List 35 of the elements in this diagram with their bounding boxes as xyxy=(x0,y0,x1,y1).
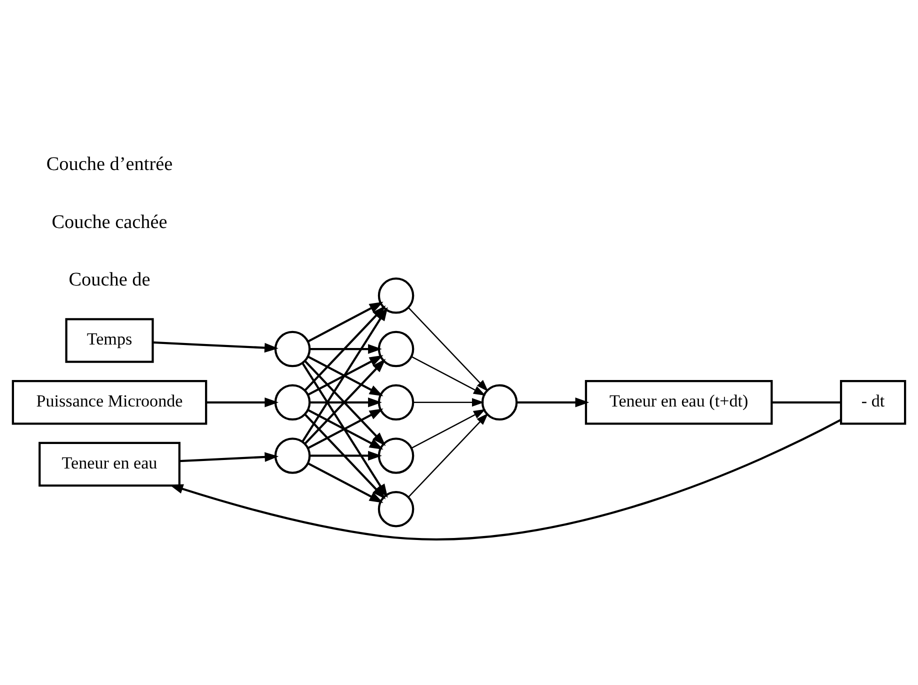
node-box: Teneur en eau (t+dt) xyxy=(584,379,773,424)
arrow xyxy=(169,418,842,540)
arrow xyxy=(179,452,279,462)
node-box: Puissance Microonde xyxy=(12,379,208,424)
label: Couche cachée xyxy=(52,211,168,232)
arrow xyxy=(413,398,484,406)
node-circle xyxy=(378,437,414,474)
arrow xyxy=(310,344,382,354)
connector xyxy=(772,400,841,403)
node-circle xyxy=(481,384,518,420)
arrow xyxy=(152,340,278,352)
arrow xyxy=(408,306,488,392)
arrow xyxy=(310,397,382,407)
label: Couche d’entrée xyxy=(46,154,173,175)
node-circle xyxy=(378,490,414,527)
arrow xyxy=(304,413,386,499)
node-box: - dt xyxy=(840,379,906,424)
node-circle xyxy=(378,330,414,367)
arrow xyxy=(411,408,486,448)
arrow xyxy=(308,301,384,342)
node-box: Teneur en eau xyxy=(38,441,180,486)
arrow xyxy=(411,356,486,396)
node-box: Temps xyxy=(65,318,154,362)
label: Couche de xyxy=(68,268,150,290)
node-circle xyxy=(378,277,414,314)
node-circle xyxy=(274,437,311,474)
node-circle xyxy=(378,384,414,420)
node-circle xyxy=(274,384,311,420)
arrow xyxy=(310,450,382,460)
arrow xyxy=(206,397,279,407)
arrow xyxy=(308,462,384,502)
arrow xyxy=(302,306,388,442)
node-circle xyxy=(274,330,311,367)
arrow xyxy=(408,412,488,497)
arrow xyxy=(516,397,590,407)
